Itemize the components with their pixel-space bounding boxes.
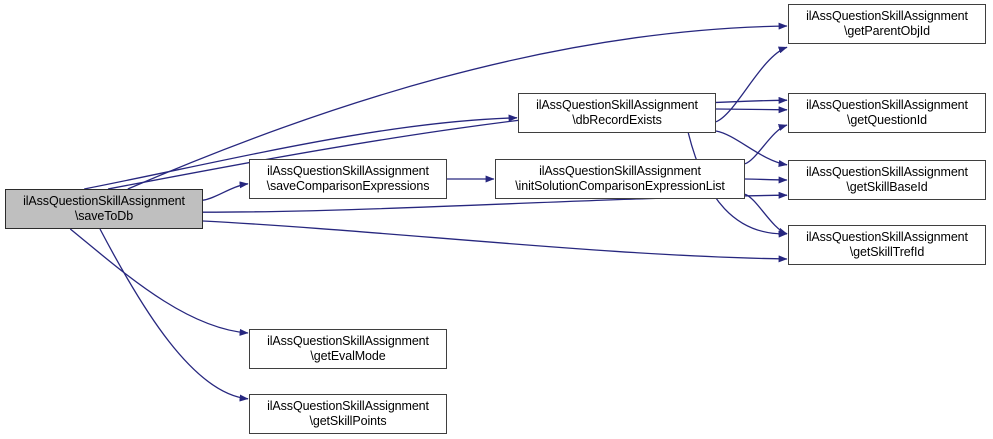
node-class-label: ilAssQuestionSkillAssignment: [267, 399, 429, 413]
node-initSolutionComparisonExpressionList[interactable]: ilAssQuestionSkillAssignment \initSoluti…: [495, 159, 745, 199]
node-method-label: \getParentObjId: [843, 24, 931, 38]
edge-initSolutionComparisonExpressionList-to-getQuestionId: [744, 124, 788, 165]
node-method-label: \getSkillTrefId: [849, 245, 925, 259]
edge-saveToDb-to-getSkillPoints: [99, 228, 249, 402]
edge-initSolutionComparisonExpressionList-to-getSkillBaseId: [744, 176, 788, 184]
node-getEvalMode[interactable]: ilAssQuestionSkillAssignment \getEvalMod…: [249, 329, 447, 369]
edge-saveToDb-to-getSkillTrefId: [202, 220, 788, 263]
node-method-label: \getSkillBaseId: [846, 180, 928, 194]
node-class-label: ilAssQuestionSkillAssignment: [806, 230, 968, 244]
node-dbRecordExists[interactable]: ilAssQuestionSkillAssignment \dbRecordEx…: [518, 93, 716, 133]
node-getSkillTrefId[interactable]: ilAssQuestionSkillAssignment \getSkillTr…: [788, 225, 986, 265]
node-getParentObjId[interactable]: ilAssQuestionSkillAssignment \getParentO…: [788, 4, 986, 44]
node-saveToDb[interactable]: ilAssQuestionSkillAssignment \saveToDb: [5, 189, 203, 229]
node-class-label: ilAssQuestionSkillAssignment: [267, 164, 429, 178]
node-method-label: \getEvalMode: [310, 349, 386, 363]
edge-saveToDb-to-getEvalMode: [69, 228, 249, 336]
node-method-label: \dbRecordExists: [572, 113, 662, 127]
node-method-label: \getQuestionId: [847, 113, 927, 127]
edge-saveToDb-to-saveComparisonExpressions: [202, 181, 249, 201]
node-method-label: \saveToDb: [74, 209, 134, 223]
edge-initSolutionComparisonExpressionList-to-getSkillTrefId: [744, 193, 788, 235]
node-method-label: \saveComparisonExpressions: [266, 179, 430, 193]
node-class-label: ilAssQuestionSkillAssignment: [267, 334, 429, 348]
node-method-label: \getSkillPoints: [309, 414, 387, 428]
node-getQuestionId[interactable]: ilAssQuestionSkillAssignment \getQuestio…: [788, 93, 986, 133]
node-class-label: ilAssQuestionSkillAssignment: [539, 164, 701, 178]
node-getSkillBaseId[interactable]: ilAssQuestionSkillAssignment \getSkillBa…: [788, 160, 986, 200]
edge-dbRecordExists-to-getQuestionId: [715, 106, 788, 114]
node-class-label: ilAssQuestionSkillAssignment: [806, 9, 968, 23]
edge-dbRecordExists-to-getParentObjId: [715, 46, 788, 123]
node-class-label: ilAssQuestionSkillAssignment: [23, 194, 185, 208]
node-getSkillPoints[interactable]: ilAssQuestionSkillAssignment \getSkillPo…: [249, 394, 447, 434]
node-saveComparisonExpressions[interactable]: ilAssQuestionSkillAssignment \saveCompar…: [249, 159, 447, 199]
node-class-label: ilAssQuestionSkillAssignment: [806, 98, 968, 112]
node-class-label: ilAssQuestionSkillAssignment: [806, 165, 968, 179]
node-class-label: ilAssQuestionSkillAssignment: [536, 98, 698, 112]
node-method-label: \initSolutionComparisonExpressionList: [515, 179, 725, 193]
